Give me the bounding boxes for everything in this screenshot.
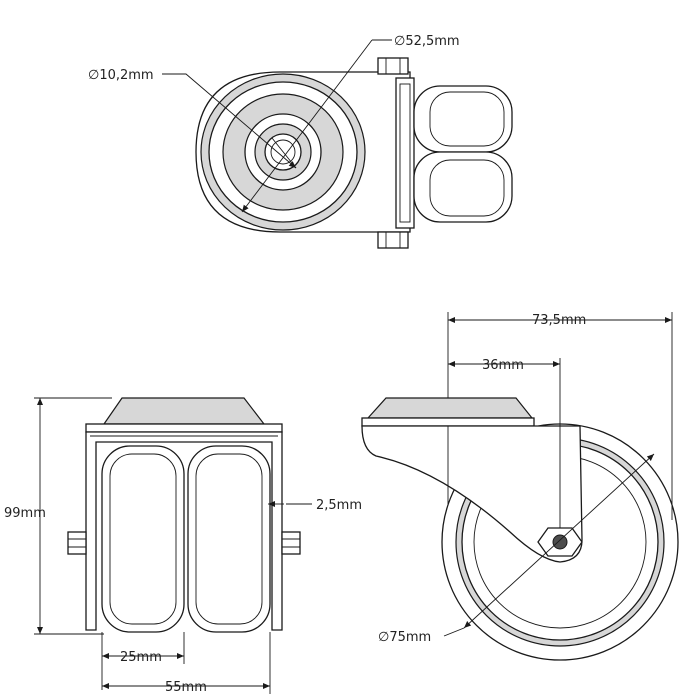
top-nut-lower [377,231,409,249]
height-label: 99mm [4,506,46,521]
front-fork [85,431,283,631]
wheel-diameter-leader [463,453,655,629]
side-plate-base [361,417,535,427]
side-axle [552,534,568,550]
plate-diameter-label: ∅52,5mm [394,34,460,49]
top-wheel-2 [413,151,513,223]
overall-width-label: 55mm [165,680,207,695]
top-wheel-1-tread [429,91,505,147]
gap-label: 2,5mm [316,498,362,513]
top-view: ∅10,2mm ∅52,5mm [88,34,513,249]
offset-label: 36mm [482,358,524,373]
side-view: 73,5mm 36mm ∅75mm [361,312,679,661]
wheel-width-label: 25mm [120,650,162,665]
front-view: 99mm 2,5mm 25mm 55mm [4,397,362,695]
front-plate-base [85,423,283,433]
front-wheel-left [101,445,185,633]
top-fork-plate [395,77,415,229]
top-fork-plate-inner [399,83,411,223]
front-wheel-right [187,445,271,633]
bore-diameter-leader [162,73,297,169]
front-nut-left [67,531,87,555]
top-bore-inner [270,139,296,165]
top-wheel-1 [413,85,513,153]
front-nut-right [281,531,301,555]
total-width-label: 73,5mm [532,313,586,328]
wheel-diameter-label: ∅75mm [378,630,431,645]
bore-diameter-label: ∅10,2mm [88,68,154,83]
front-top-plate [102,397,266,425]
top-nut-upper [377,57,409,75]
side-top-plate [366,397,534,419]
plate-diameter-leader [241,39,373,213]
top-wheel-2-tread [429,159,505,217]
